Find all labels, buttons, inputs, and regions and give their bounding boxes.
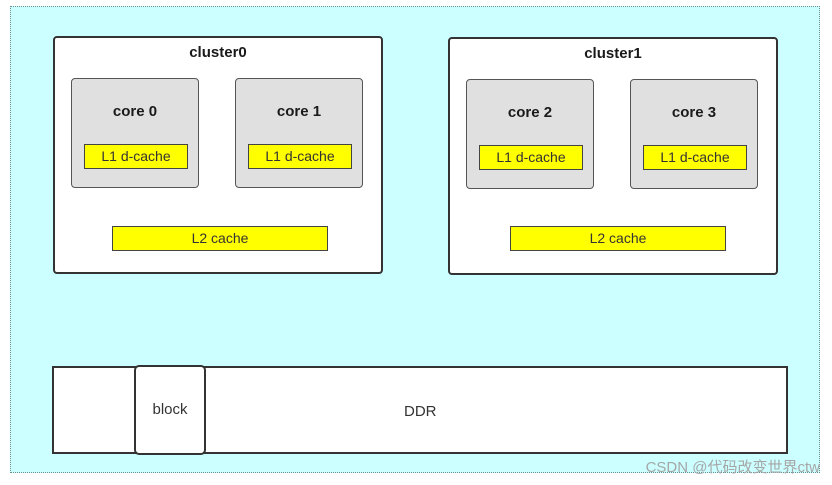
core-2-title: core 2 xyxy=(507,104,553,121)
core-0-l1-dcache: L1 d-cache xyxy=(84,144,188,169)
core-3-l1-dcache: L1 d-cache xyxy=(643,145,747,170)
cluster-1-l2-cache: L2 cache xyxy=(510,226,726,251)
core-3-title: core 3 xyxy=(671,104,717,121)
memory-block: block xyxy=(134,365,206,455)
cluster-1: cluster1 core 2 L1 d-cache core 3 L1 d-c… xyxy=(448,37,778,275)
core-2: core 2 L1 d-cache xyxy=(466,79,594,189)
core-1: core 1 L1 d-cache xyxy=(235,78,363,188)
watermark: CSDN @代码改变世界ctw xyxy=(645,459,820,476)
core-0: core 0 L1 d-cache xyxy=(71,78,199,188)
core-1-title: core 1 xyxy=(276,103,322,120)
core-0-title: core 0 xyxy=(112,103,158,120)
cluster-0-title: cluster0 xyxy=(189,44,247,61)
ddr-label: DDR xyxy=(404,403,437,420)
core-2-l1-dcache: L1 d-cache xyxy=(479,145,583,170)
cluster-0-l2-cache: L2 cache xyxy=(112,226,328,251)
cluster-1-title: cluster1 xyxy=(584,45,642,62)
cluster-0: cluster0 core 0 L1 d-cache core 1 L1 d-c… xyxy=(53,36,383,274)
core-3: core 3 L1 d-cache xyxy=(630,79,758,189)
core-1-l1-dcache: L1 d-cache xyxy=(248,144,352,169)
ddr-memory: block DDR xyxy=(52,365,788,455)
